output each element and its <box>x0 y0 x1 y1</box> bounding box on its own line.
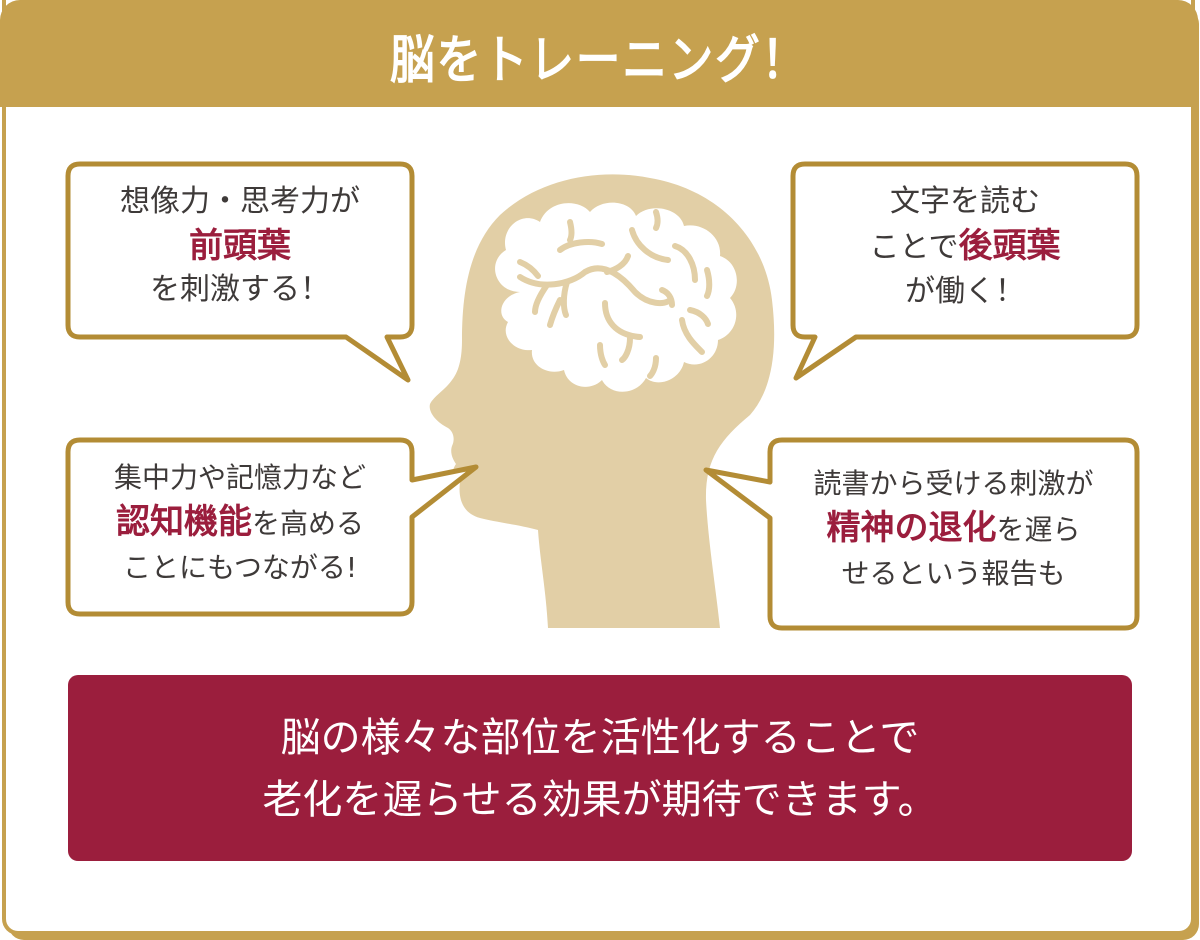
bubble-bottom-left-line1: 集中力や記憶力など <box>113 461 366 494</box>
head-with-brain-icon <box>429 174 775 628</box>
header-title: 脳をトレーニング！ <box>390 31 808 91</box>
bubble-bottom-right-line2: 精神の退化を遅ら <box>770 506 1137 552</box>
bubble-bottom-right: 読書から受ける刺激が 精神の退化を遅ら せるという報告も <box>770 462 1137 596</box>
bubble-bottom-left: 集中力や記憶力など 認知機能を高める ことにもつながる! <box>68 456 412 590</box>
bubble-outline-top-left <box>65 161 415 383</box>
bubble-top-right-line3: が働く！ <box>905 274 1025 309</box>
bubble-outline-bottom-left <box>65 437 479 617</box>
bubble-top-right-line2: ことで後頭葉 <box>793 224 1137 270</box>
bubble-top-left-line3: を刺激する！ <box>150 272 330 307</box>
bubble-bottom-left-highlight: 認知機能 <box>115 502 252 542</box>
bubble-bottom-right-highlight: 精神の退化 <box>826 508 997 548</box>
bubble-bottom-left-line3: ことにもつながる! <box>122 551 358 584</box>
summary-box: 脳の様々な部位を活性化することで 老化を遅らせる効果が期待できます。 <box>68 675 1132 861</box>
summary-line1: 脳の様々な部位を活性化することで <box>280 715 920 761</box>
bubble-top-right-line2-prefix: ことで <box>869 230 959 265</box>
summary-text: 脳の様々な部位を活性化することで 老化を遅らせる効果が期待できます。 <box>68 707 1132 831</box>
bubble-top-left-highlight: 前頭葉 <box>189 226 291 266</box>
header-banner: 脳をトレーニング！ <box>0 0 1198 107</box>
bubble-outline-top-right <box>790 161 1140 381</box>
bubble-top-right: 文字を読む ことで後頭葉 が働く！ <box>793 180 1137 314</box>
bubble-bottom-right-line3: せるという報告も <box>841 557 1066 590</box>
bubble-top-left: 想像力・思考力が 前頭葉 を刺激する！ <box>68 180 412 312</box>
bubble-top-right-line1: 文字を読む <box>890 184 1040 219</box>
bubble-top-left-line1: 想像力・思考力が <box>120 184 360 219</box>
bubble-outline-bottom-right <box>703 437 1140 631</box>
bubble-bottom-right-line2-suffix: を遅ら <box>996 513 1081 546</box>
bubble-bottom-left-line2-suffix: を高める <box>251 507 364 540</box>
bubble-top-right-highlight: 後頭葉 <box>958 226 1061 266</box>
bubble-bottom-left-line2: 認知機能を高める <box>68 500 412 546</box>
bubble-bottom-right-line1: 読書から受ける刺激が <box>813 467 1094 500</box>
summary-line2: 老化を遅らせる効果が期待できます。 <box>262 777 938 823</box>
